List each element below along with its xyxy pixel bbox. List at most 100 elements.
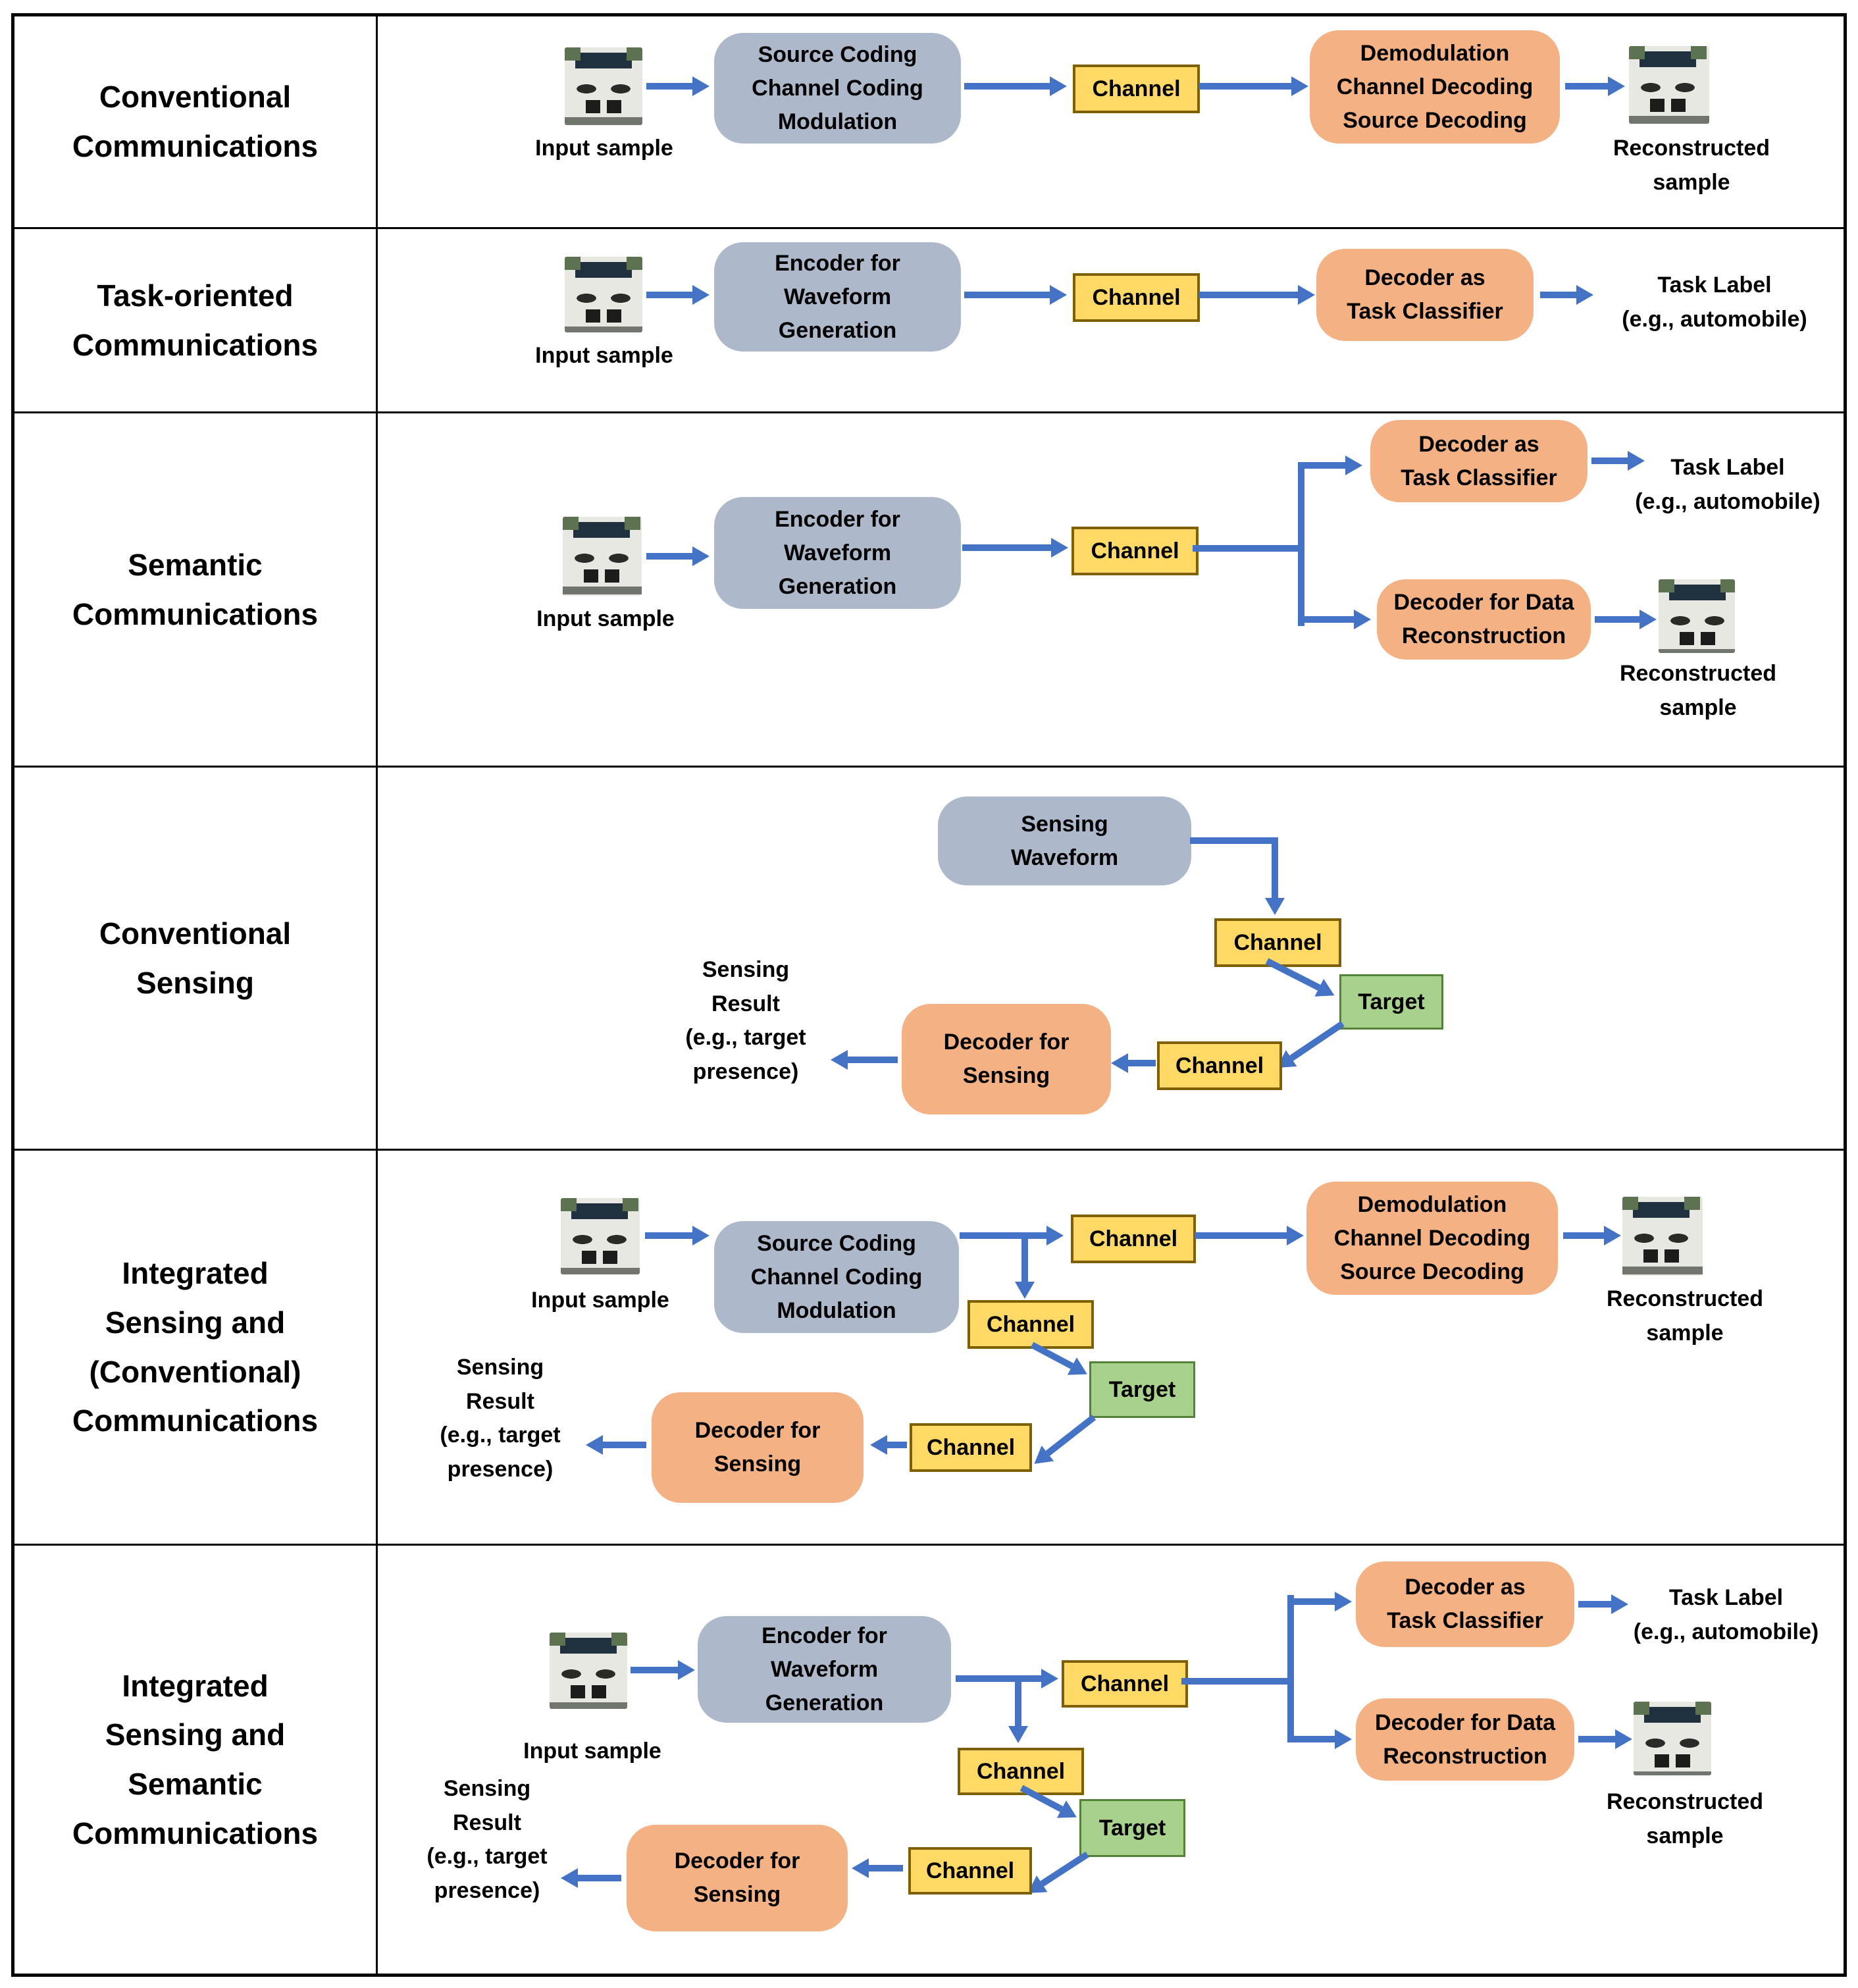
flow-arrow xyxy=(1021,1236,1028,1282)
table-row: Integrated Sensing and (Conventional) Co… xyxy=(14,1151,1844,1546)
elbow-line xyxy=(1190,837,1278,844)
data-reconstruction-box: Decoder for Data Reconstruction xyxy=(1377,579,1591,660)
flow-arrow xyxy=(1195,1232,1287,1239)
input-sample-caption: Input sample xyxy=(535,343,673,368)
task-classifier-box: Decoder as Task Classifier xyxy=(1316,249,1534,341)
flow-arrow xyxy=(1578,1601,1611,1608)
flow-arrow xyxy=(1565,83,1608,90)
flow-arrow xyxy=(646,292,692,298)
channel-box: Channel xyxy=(1214,918,1341,967)
input-sample-caption: Input sample xyxy=(535,136,673,161)
flow-arrow xyxy=(1199,292,1298,298)
reconstructed-sample-image xyxy=(1659,579,1735,653)
flow-arrow xyxy=(603,1442,646,1448)
reconstructed-sample-image xyxy=(1622,1197,1703,1276)
flow-arrow xyxy=(1287,1736,1335,1742)
flow-arrow xyxy=(1591,458,1628,464)
sensing-decoder-box: Decoder for Sensing xyxy=(902,1004,1111,1114)
sensing-waveform-box: Sensing Waveform xyxy=(938,797,1191,885)
flow-arrow xyxy=(1595,616,1639,623)
flow-arrow xyxy=(1287,1598,1335,1605)
flow-arrow xyxy=(631,1667,678,1673)
input-sample-image xyxy=(561,1198,640,1274)
flow-arrow xyxy=(1540,292,1576,298)
flow-arrow xyxy=(1272,837,1278,898)
row-title: Integrated Sensing and Semantic Communic… xyxy=(72,1668,319,1850)
flow-arrow xyxy=(1015,1680,1021,1726)
row-title: Conventional Sensing xyxy=(99,916,292,1000)
receiver-box: Demodulation Channel Decoding Source Dec… xyxy=(1310,30,1560,144)
flow-arrow xyxy=(848,1057,898,1063)
encoder-box: Encoder for Waveform Generation xyxy=(714,497,961,609)
flow-arrow xyxy=(646,553,692,560)
reconstructed-sample-image xyxy=(1634,1702,1711,1775)
channel-box: Channel xyxy=(968,1300,1094,1349)
receiver-box: Demodulation Channel Decoding Source Dec… xyxy=(1306,1182,1558,1295)
fork-line xyxy=(1181,1678,1291,1685)
table-row: Conventional Sensing xyxy=(14,768,1844,1151)
flow-arrow xyxy=(964,83,1050,90)
row-title: Conventional Communications xyxy=(72,80,319,163)
encoder-box: Encoder for Waveform Generation xyxy=(714,242,961,352)
transmitter-box: Source Coding Channel Coding Modulation xyxy=(714,33,961,144)
reconstructed-sample-caption: Reconstructed sample xyxy=(1606,1789,1764,1848)
input-sample-caption: Input sample xyxy=(523,1739,661,1764)
channel-box: Channel xyxy=(958,1748,1084,1795)
table-row: Integrated Sensing and Semantic Communic… xyxy=(14,1546,1844,1974)
flow-arrow xyxy=(956,1675,1041,1682)
row-title: Integrated Sensing and (Conventional) Co… xyxy=(72,1256,319,1438)
encoder-box: Encoder for Waveform Generation xyxy=(698,1616,951,1723)
flow-arrow xyxy=(887,1442,907,1448)
row-header-semantic-communications: Semantic Communications xyxy=(14,413,378,766)
channel-box: Channel xyxy=(1157,1041,1282,1090)
channel-box: Channel xyxy=(908,1847,1032,1895)
flow-arrow xyxy=(646,83,692,90)
reconstructed-sample-image xyxy=(1629,46,1709,124)
row-header-integrated-sensing-semantic: Integrated Sensing and Semantic Communic… xyxy=(14,1546,378,1974)
channel-box: Channel xyxy=(1071,1215,1196,1263)
row-title: Semantic Communications xyxy=(72,547,319,631)
target-box: Target xyxy=(1339,974,1443,1030)
flow-arrow xyxy=(1040,1851,1089,1887)
row-header-integrated-sensing-conventional: Integrated Sensing and (Conventional) Co… xyxy=(14,1151,378,1544)
transmitter-box: Source Coding Channel Coding Modulation xyxy=(714,1221,959,1333)
sensing-result-caption: Sensing Result (e.g., target presence) xyxy=(685,957,806,1085)
flow-arrow xyxy=(1578,1736,1615,1742)
task-label-caption: Task Label (e.g., automobile) xyxy=(1635,455,1820,514)
flow-arrow xyxy=(1563,1232,1604,1239)
input-sample-image xyxy=(565,257,642,332)
row-header-task-oriented-communications: Task-oriented Communications xyxy=(14,229,378,411)
channel-box: Channel xyxy=(1073,65,1200,113)
channel-box: Channel xyxy=(1062,1660,1188,1708)
input-sample-image xyxy=(565,47,642,125)
task-classifier-box: Decoder as Task Classifier xyxy=(1370,420,1587,502)
flow-arrow xyxy=(869,1865,903,1871)
channel-box: Channel xyxy=(910,1423,1032,1472)
channel-box: Channel xyxy=(1071,527,1199,575)
flow-arrow xyxy=(1298,462,1345,469)
row-header-conventional-sensing: Conventional Sensing xyxy=(14,768,378,1149)
table-row: Conventional Communications xyxy=(14,16,1844,229)
task-label-caption: Task Label (e.g., automobile) xyxy=(1622,273,1807,332)
task-classifier-box: Decoder as Task Classifier xyxy=(1356,1561,1574,1647)
fork-line xyxy=(1287,1595,1294,1742)
flow-arrow xyxy=(578,1875,621,1881)
input-sample-caption: Input sample xyxy=(536,606,675,631)
flow-arrow xyxy=(960,1232,1046,1239)
table-row: Task-oriented Communications xyxy=(14,229,1844,413)
flow-arrow xyxy=(1128,1060,1156,1066)
fork-line xyxy=(1298,462,1304,626)
flow-arrow xyxy=(1298,616,1354,623)
fork-line xyxy=(1193,545,1304,552)
channel-box: Channel xyxy=(1073,273,1200,322)
table-row: Semantic Communications xyxy=(14,413,1844,768)
flow-arrow xyxy=(645,1232,692,1239)
sensing-decoder-box: Decoder for Sensing xyxy=(652,1392,864,1503)
target-box: Target xyxy=(1089,1361,1195,1418)
input-sample-image xyxy=(563,517,642,596)
comparison-table: Conventional Communications Task-oriente… xyxy=(11,13,1847,1977)
reconstructed-sample-caption: Reconstructed sample xyxy=(1613,136,1770,195)
sensing-decoder-box: Decoder for Sensing xyxy=(627,1825,848,1931)
task-label-caption: Task Label (e.g., automobile) xyxy=(1633,1585,1819,1644)
